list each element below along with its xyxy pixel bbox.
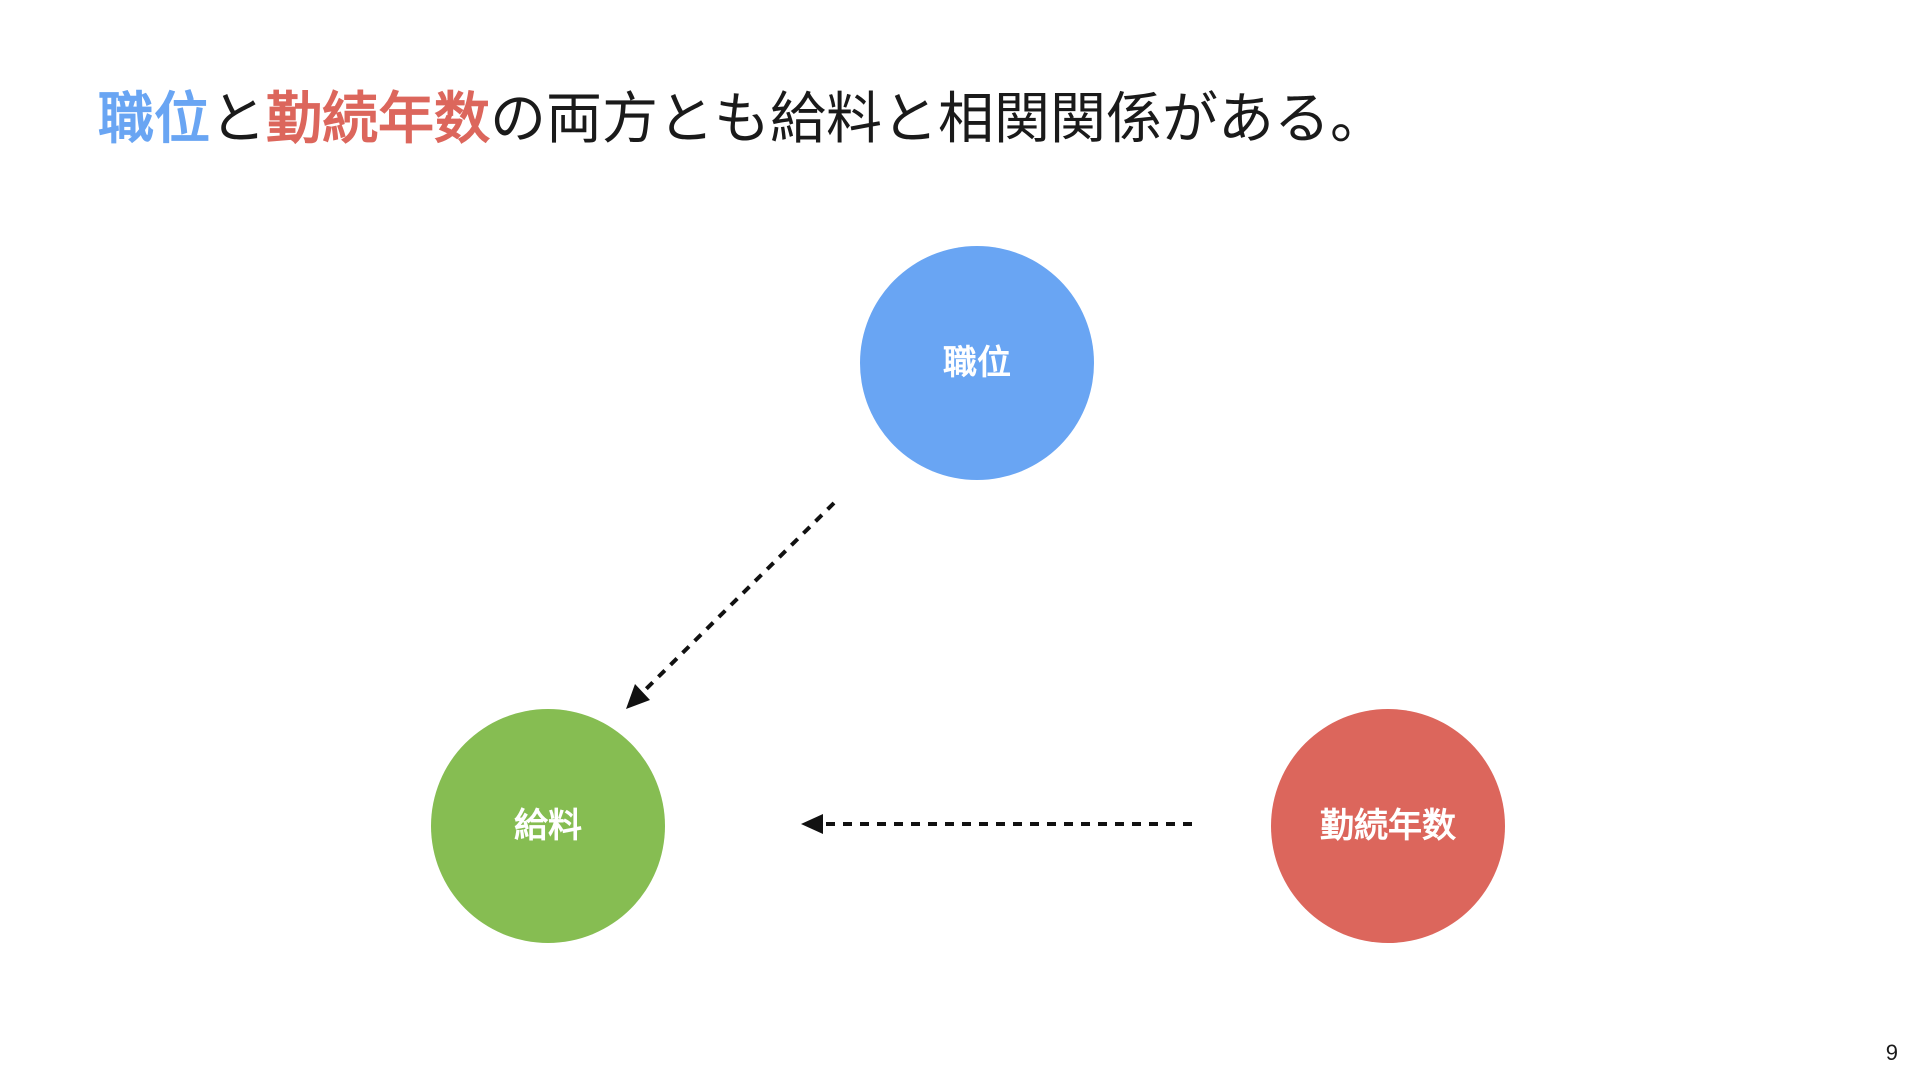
node-position-label: 職位 — [943, 343, 1011, 383]
node-tenure: 勤続年数 — [1271, 709, 1505, 943]
title-text-connector: と — [210, 87, 266, 152]
edge-line-position-salary — [639, 501, 836, 696]
node-salary-circle — [431, 709, 665, 943]
title-text-rest: の両方とも給料と相関関係がある。 — [490, 87, 1386, 152]
node-tenure-circle — [1271, 709, 1505, 943]
title-highlight-tenure: 勤続年数 — [266, 87, 490, 152]
node-tenure-label: 勤続年数 — [1320, 806, 1456, 846]
node-salary-label: 給料 — [514, 806, 582, 846]
arrowhead-icon — [801, 814, 823, 834]
node-position: 職位 — [860, 246, 1094, 480]
edge-tenure-to-salary — [801, 814, 1192, 834]
slide-title: 職位と勤続年数の両方とも給料と相関関係がある。 — [98, 80, 1386, 160]
title-highlight-position: 職位 — [98, 87, 210, 152]
node-position-circle — [860, 246, 1094, 480]
edge-position-to-salary — [626, 501, 836, 709]
arrowhead-icon — [626, 684, 650, 709]
page-number: 9 — [1885, 1040, 1898, 1065]
node-salary: 給料 — [431, 709, 665, 943]
